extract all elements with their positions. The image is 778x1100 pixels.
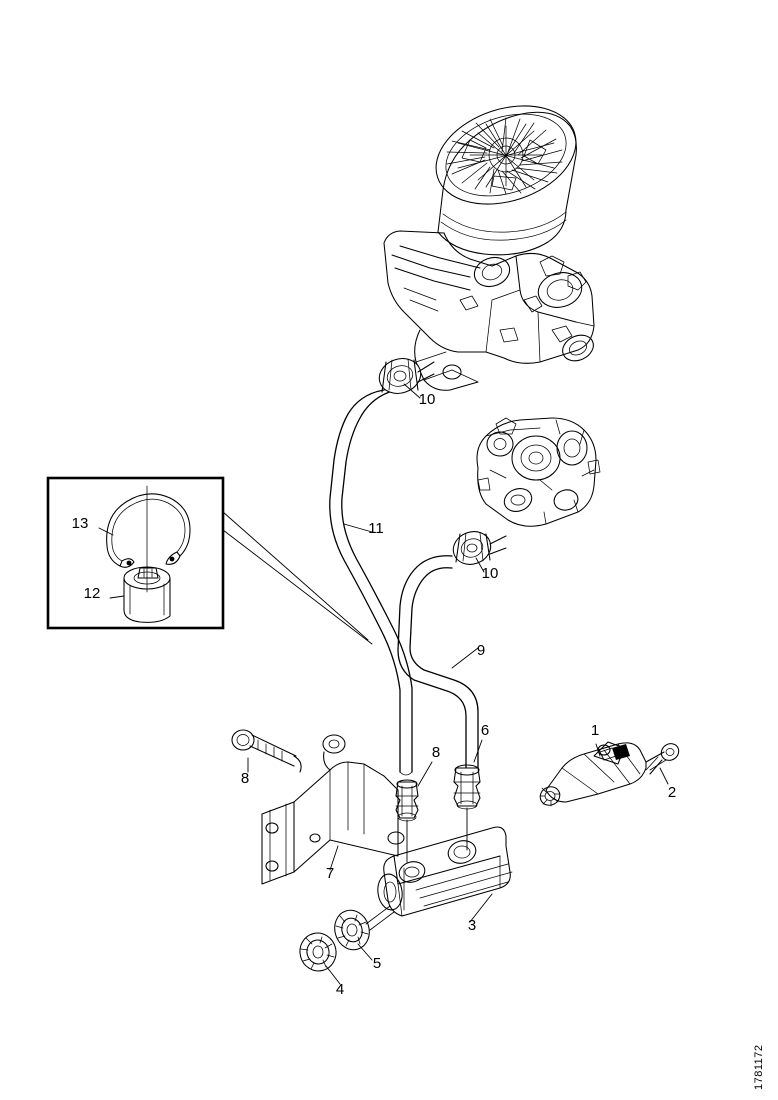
elbow-fitting-upper [378, 358, 435, 394]
callout-6: 6 [481, 722, 489, 739]
callout-10b: 10 [482, 565, 499, 582]
callout-12: 12 [84, 585, 101, 602]
callout-8a: 8 [241, 770, 249, 787]
elbow-fitting-lower [452, 531, 507, 565]
hydraulic-hoses [329, 358, 507, 776]
callout-1: 1 [591, 722, 599, 739]
snap-ring-13 [98, 493, 191, 568]
filter-canister [435, 105, 577, 256]
callout-13: 13 [72, 515, 89, 532]
pump-housing [383, 230, 595, 391]
nut-4 [299, 932, 341, 985]
callout-11: 11 [368, 520, 384, 537]
callout-9: 9 [477, 642, 485, 659]
nut-and-washer [299, 905, 395, 985]
cap-screw-8a [231, 729, 302, 773]
hose-11 [329, 389, 413, 776]
hydraulic-cylinder-1 [539, 741, 680, 807]
callout-8b: 8 [432, 744, 440, 761]
callout-4: 4 [336, 981, 344, 998]
fitting-8b [395, 779, 419, 863]
callout-2: 2 [668, 784, 676, 801]
hose-end-fittings [395, 764, 481, 863]
fitting-6 [453, 764, 481, 851]
pin-clevis-2 [645, 743, 680, 785]
detail-inset-box [46, 476, 373, 645]
callout-leaders [329, 383, 601, 923]
cylinder-barrel [377, 826, 513, 917]
callout-7: 7 [326, 865, 334, 882]
washer-5 [334, 909, 373, 961]
bushing-sleeve-12 [109, 566, 171, 623]
pump-filter-assembly [383, 105, 595, 391]
control-valve-block [476, 417, 601, 527]
filter-pleats [446, 117, 563, 195]
callout-3: 3 [468, 917, 476, 934]
callout-10a: 10 [419, 391, 436, 408]
mounting-bracket [231, 729, 405, 885]
callout-labels: 1 2 3 4 5 6 7 8 8 9 10 10 11 12 13 [72, 391, 677, 998]
drawing-number: 1781172 [753, 1044, 765, 1090]
callout-5: 5 [373, 955, 381, 972]
